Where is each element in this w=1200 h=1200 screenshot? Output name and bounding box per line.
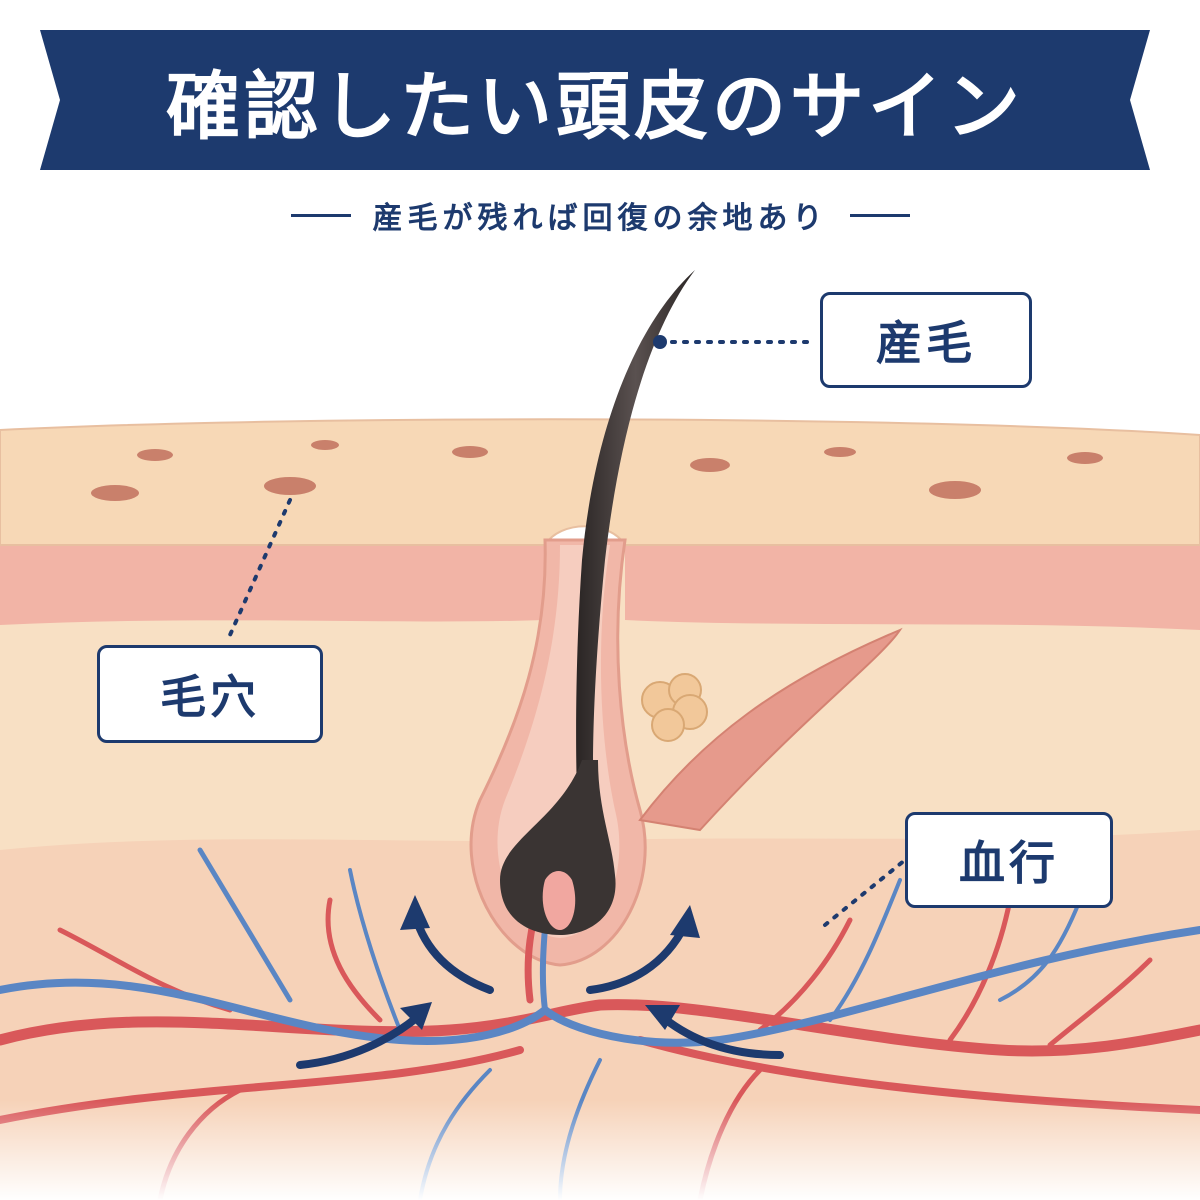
bottom-fade [0,1100,1200,1200]
pores [91,440,1103,501]
banner-ribbon-shape [40,30,1150,170]
vellus-hair-pointer-dot [653,335,667,349]
subtitle: 産毛が残れば回復の余地あり [372,201,828,236]
leader-lines [228,340,907,927]
subtitle-row: 産毛が残れば回復の余地あり [180,190,1020,240]
callout-blood-flow: 血行 [905,812,1113,908]
sebaceous-gland [641,673,708,742]
subtitle-dash-left [290,213,351,217]
title-banner: 確認したい頭皮のサイン [40,30,1150,170]
flow-arrowheads [400,895,700,1030]
epidermis-layer-right [625,540,1200,630]
subtitle-dash-right [849,213,910,217]
dermal-papilla [542,871,576,930]
arrector-pili-muscle [638,627,903,832]
epidermis-layer [0,540,545,625]
page-title: 確認したい頭皮のサイン [166,63,1024,150]
callout-vellus-hair: 産毛 [820,292,1032,388]
hair-bulb [500,760,616,935]
callout-pore: 毛穴 [97,645,323,743]
